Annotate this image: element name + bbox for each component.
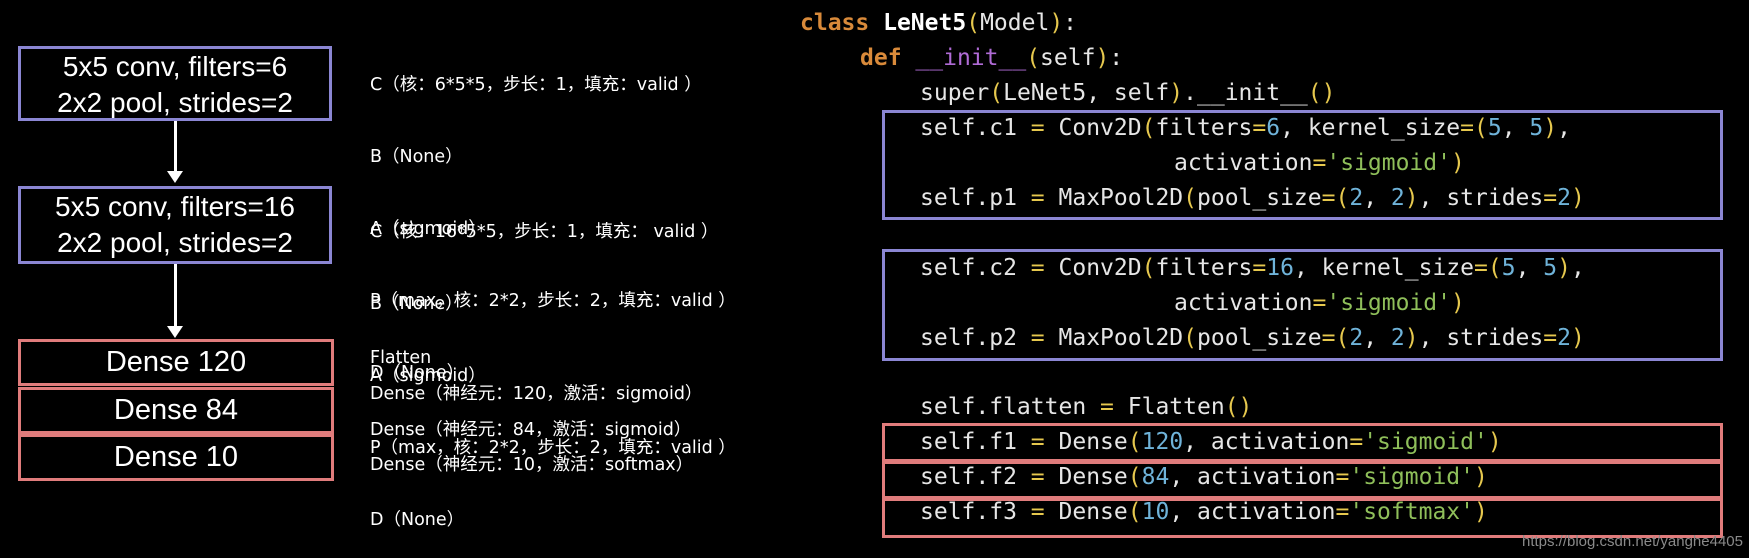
- conv2-line2: 2x2 pool, strides=2: [57, 227, 293, 258]
- annotation-line: D（None）: [370, 363, 465, 383]
- code-box-f2: [882, 461, 1723, 499]
- code-line-flatten: self.flatten = Flatten(): [920, 394, 1253, 420]
- code-box-block2: [882, 249, 1723, 361]
- conv2-block: 5x5 conv, filters=16 2x2 pool, strides=2: [18, 186, 332, 264]
- annotation-line: P（max，核：2*2，步长：2，填充：valid ）: [370, 291, 736, 311]
- annotation-line: A（sigmoid）: [370, 366, 486, 386]
- annotation-dense-10: Dense（神经元：10，激活：softmax）: [370, 455, 694, 475]
- code-line-c2: self.c2 = Conv2D(filters=16, kernel_size…: [920, 255, 1585, 281]
- code-line-c1-act: activation='sigmoid'): [1174, 150, 1465, 176]
- conv1-line2: 2x2 pool, strides=2: [57, 87, 293, 118]
- code-line-super: super(LeNet5, self).__init__(): [920, 80, 1336, 106]
- annotation-dense-84: Dense（神经元：84，激活：sigmoid）: [370, 420, 692, 440]
- dense-10-block: Dense 10: [18, 434, 334, 481]
- code-line-f3: self.f3 = Dense(10, activation='softmax'…: [920, 499, 1488, 525]
- code-line-def: def __init__(self):: [860, 45, 1124, 71]
- code-line-f1: self.f1 = Dense(120, activation='sigmoid…: [920, 429, 1502, 455]
- dense-120-block: Dense 120: [18, 339, 334, 386]
- annotation-line: B（None）: [370, 294, 463, 314]
- code-box-block1: [882, 110, 1723, 220]
- code-box-f1: [882, 423, 1723, 462]
- arrow-2-head: [167, 326, 183, 338]
- annotation-line: C（核：6*5*5，步长：1，填充：valid ）: [370, 75, 702, 95]
- annotation-block-2: C（核：16*5*5，步长：1，填充： valid ） B（None） A（si…: [370, 172, 736, 556]
- annotation-flatten: Flatten: [370, 348, 432, 368]
- code-line-c2-act: activation='sigmoid'): [1174, 290, 1465, 316]
- arrow-1-head: [167, 171, 183, 183]
- annotation-line: P（max，核：2*2，步长：2，填充：valid ）: [370, 438, 736, 458]
- annotation-line: C（核：16*5*5，步长：1，填充： valid ）: [370, 222, 719, 242]
- code-line-p2: self.p2 = MaxPool2D(pool_size=(2, 2), st…: [920, 325, 1585, 351]
- watermark: https://blog.csdn.net/yanghe4405: [1521, 533, 1743, 550]
- dense-84-block: Dense 84: [18, 387, 334, 434]
- annotation-line: B（None）: [370, 147, 463, 167]
- code-line-class: class LeNet5(Model):: [800, 10, 1078, 36]
- arrow-1-line: [174, 121, 177, 171]
- conv2-line1: 5x5 conv, filters=16: [55, 191, 295, 222]
- annotation-dense-120: Dense（神经元：120，激活：sigmoid）: [370, 384, 703, 404]
- code-line-p1: self.p1 = MaxPool2D(pool_size=(2, 2), st…: [920, 185, 1585, 211]
- conv1-line1: 5x5 conv, filters=6: [62, 51, 288, 82]
- code-line-c1: self.c1 = Conv2D(filters=6, kernel_size=…: [920, 115, 1571, 141]
- conv1-block: 5x5 conv, filters=6 2x2 pool, strides=2: [18, 46, 332, 121]
- arrow-2-line: [174, 264, 177, 326]
- annotation-block-1: C（核：6*5*5，步长：1，填充：valid ） B（None） A（sigm…: [370, 25, 736, 409]
- code-box-f3: [882, 498, 1723, 538]
- annotation-line: D（None）: [370, 510, 465, 530]
- annotation-line: A（sigmoid）: [370, 219, 486, 239]
- code-line-f2: self.f2 = Dense(84, activation='sigmoid'…: [920, 464, 1488, 490]
